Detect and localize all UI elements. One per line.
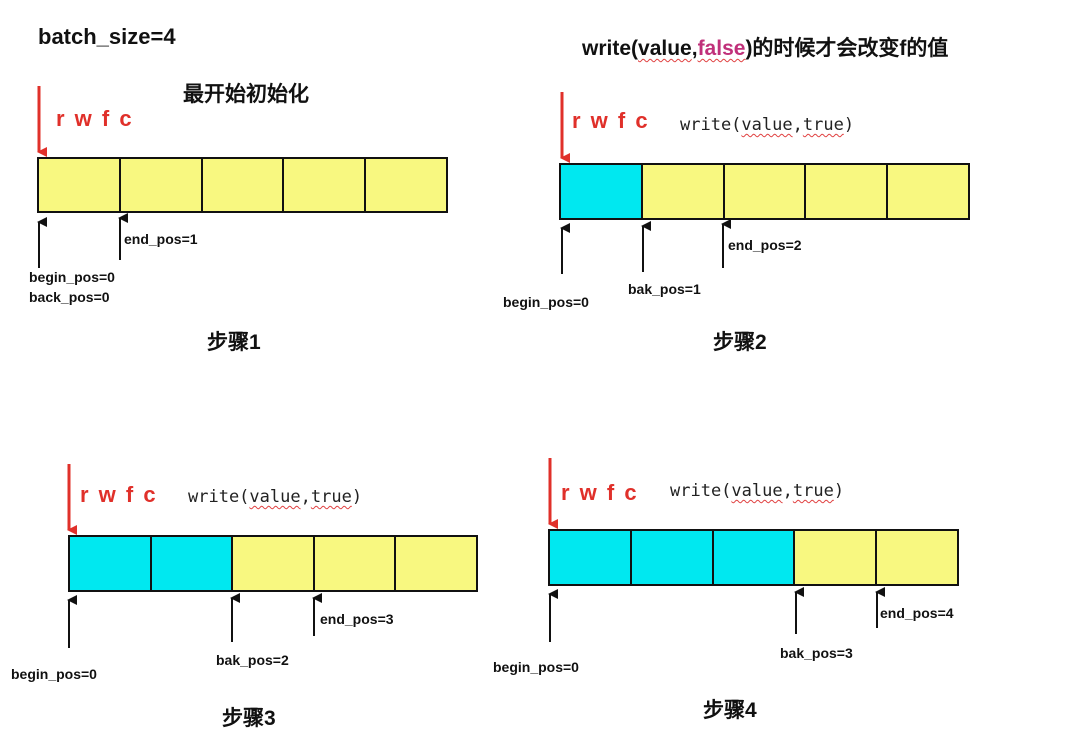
buffer-cell — [877, 531, 957, 584]
note-value: value — [638, 37, 692, 60]
buffer-cell — [631, 531, 714, 584]
step4-begin-pos: begin_pos=0 — [493, 659, 579, 675]
call-suffix: ) — [833, 481, 845, 501]
step1-back-pos: back_pos=0 — [29, 289, 110, 305]
buffer-cell — [396, 537, 476, 590]
call-value: value — [249, 487, 301, 507]
note-suffix: )的时候才会改变f的值 — [745, 37, 949, 60]
write-false-note: write(value,false)的时候才会改变f的值 — [582, 32, 948, 62]
buffer-cell — [724, 165, 807, 218]
step2-pointer-label: r w f c — [572, 108, 650, 133]
note-prefix: write( — [582, 37, 639, 60]
note-comma: , — [691, 37, 698, 60]
step1-pointer-label: r w f c — [56, 106, 134, 131]
step3-pointer-label: r w f c — [80, 482, 158, 507]
buffer-cell — [151, 537, 234, 590]
note-false: false — [697, 37, 746, 60]
batch-size-label: batch_size=4 — [38, 24, 176, 49]
step2-end-pos: end_pos=2 — [728, 237, 802, 253]
call-flag: true — [802, 115, 844, 135]
step1-begin-pos: begin_pos=0 — [29, 269, 115, 285]
call-suffix: ) — [351, 487, 363, 507]
buffer-cell — [366, 159, 446, 211]
call-comma: , — [782, 481, 793, 501]
buffer-cell — [550, 531, 632, 584]
step2-bak-pos: bak_pos=1 — [628, 281, 701, 297]
call-flag: true — [792, 481, 834, 501]
step1-end-pos: end_pos=1 — [124, 231, 198, 247]
step3-begin-pos: begin_pos=0 — [11, 666, 97, 682]
step4-pointer-label: r w f c — [561, 480, 639, 505]
buffer-cell — [806, 165, 889, 218]
buffer-cell — [202, 159, 285, 211]
call-value: value — [731, 481, 783, 501]
step3-write-call: write(value,true) — [188, 487, 362, 507]
buffer-cell — [888, 165, 968, 218]
step1-title: 步骤1 — [207, 331, 261, 354]
call-comma: , — [300, 487, 311, 507]
step4-end-pos: end_pos=4 — [880, 605, 954, 621]
step4-bak-pos: bak_pos=3 — [780, 645, 853, 661]
buffer-cell — [39, 159, 121, 211]
call-prefix: write( — [670, 481, 732, 501]
call-value: value — [741, 115, 793, 135]
call-prefix: write( — [188, 487, 250, 507]
buffer-cell — [284, 159, 367, 211]
buffer-cell — [795, 531, 878, 584]
step3-buffer — [68, 535, 478, 592]
call-prefix: write( — [680, 115, 742, 135]
step4-title: 步骤4 — [703, 699, 757, 722]
step4-write-call: write(value,true) — [670, 481, 844, 501]
call-flag: true — [310, 487, 352, 507]
step1-buffer — [37, 157, 448, 213]
step3-end-pos: end_pos=3 — [320, 611, 394, 627]
step3-title: 步骤3 — [222, 707, 276, 730]
buffer-cell — [120, 159, 203, 211]
buffer-cell — [713, 531, 796, 584]
step2-title: 步骤2 — [713, 331, 767, 354]
buffer-cell — [314, 537, 397, 590]
step4-buffer — [548, 529, 959, 586]
step2-buffer — [559, 163, 970, 220]
buffer-cell — [233, 537, 315, 590]
buffer-cell — [642, 165, 725, 218]
step2-write-call: write(value,true) — [680, 115, 854, 135]
step2-begin-pos: begin_pos=0 — [503, 294, 589, 310]
buffer-cell — [70, 537, 152, 590]
call-comma: , — [792, 115, 803, 135]
step1-subtitle: 最开始初始化 — [183, 83, 309, 106]
step3-bak-pos: bak_pos=2 — [216, 652, 289, 668]
call-suffix: ) — [843, 115, 855, 135]
buffer-cell — [561, 165, 643, 218]
